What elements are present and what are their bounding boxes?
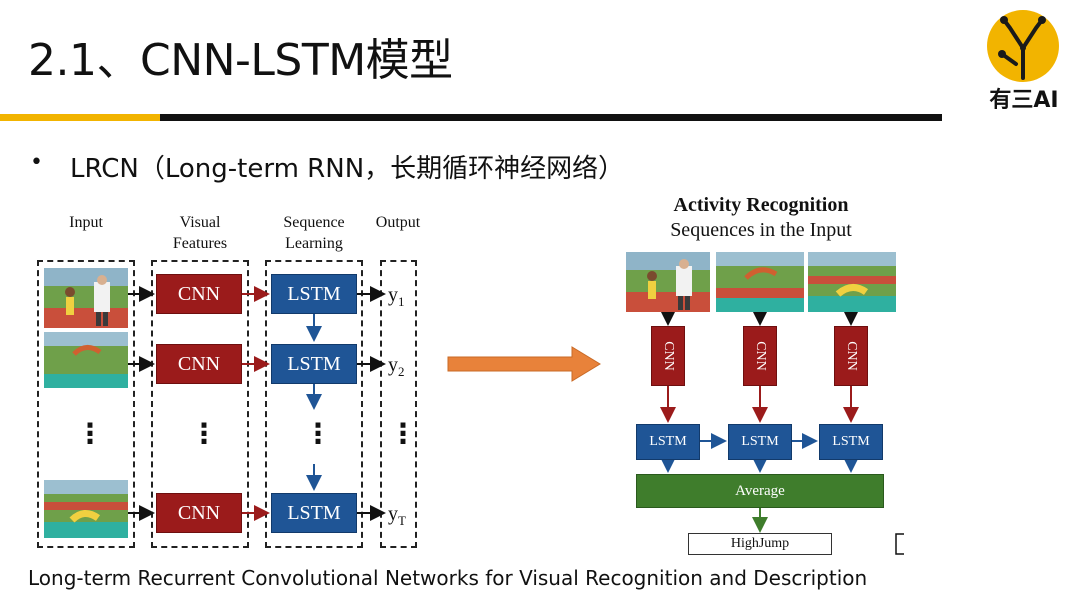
logo-icon [987,10,1059,82]
activity-lstm-3: LSTM [819,424,883,460]
activity-cnn-1-label: CNN [661,341,676,371]
activity-cnn-2-label: CNN [753,341,768,371]
output-yT: yT [388,503,406,529]
title-underline-accent [0,114,160,121]
result-label: HighJump [688,533,832,555]
sequence-learning-column-box [265,260,363,548]
video-frame-1 [44,268,128,328]
logo-text: 有三AI [989,88,1059,113]
visual-features-column-box [151,260,249,548]
activity-lstm-2: LSTM [728,424,792,460]
output-yT-sub: T [398,513,406,528]
activity-frame-2 [716,252,804,312]
right-diagram-title: Activity Recognition [673,194,849,216]
output-yT-base: y [388,503,398,525]
header-input: Input [69,214,103,231]
video-frame-2 [44,332,128,388]
cnn-box-1: CNN [156,274,242,314]
lstm-box-3: LSTM [271,493,357,533]
bullet-text: LRCN（Long-term RNN，长期循环神经网络） [70,154,625,184]
cnn-box-2: CNN [156,344,242,384]
output-y1: y1 [388,284,405,310]
input-ellipsis: ⋮ [76,417,104,450]
video-frame-3 [44,480,128,538]
output-ellipsis: ⋮ [389,417,417,450]
title-underline [160,114,942,121]
slide-title: 2.1、CNN-LSTM模型 [28,35,453,86]
header-output: Output [375,214,421,231]
lstm-box-2: LSTM [271,344,357,384]
activity-cnn-2: CNN [743,326,777,386]
output-y2: y2 [388,354,405,380]
activity-lstm-1: LSTM [636,424,700,460]
activity-cnn-3-label: CNN [844,341,859,371]
bullet-mark: • [30,150,43,175]
output-y2-sub: 2 [398,364,405,379]
activity-frame-3 [808,252,896,312]
lstm-ellipsis: ⋮ [304,417,332,450]
lstm-box-1: LSTM [271,274,357,314]
cnn-ellipsis: ⋮ [190,417,218,450]
output-column-box [380,260,417,548]
output-y2-base: y [388,354,398,376]
cnn-box-3: CNN [156,493,242,533]
activity-cnn-3: CNN [834,326,868,386]
output-y1-sub: 1 [398,294,405,309]
output-y1-base: y [388,284,398,306]
header-sequence-learning: Sequence Learning [283,214,345,252]
header-visual-features: Visual Features [172,214,228,252]
input-column-box [37,260,135,548]
slide-caption: Long-term Recurrent Convolutional Networ… [28,566,868,590]
activity-cnn-1: CNN [651,326,685,386]
average-box: Average [636,474,884,508]
right-diagram-subtitle: Sequences in the Input [670,219,852,241]
activity-frame-1 [626,252,710,312]
